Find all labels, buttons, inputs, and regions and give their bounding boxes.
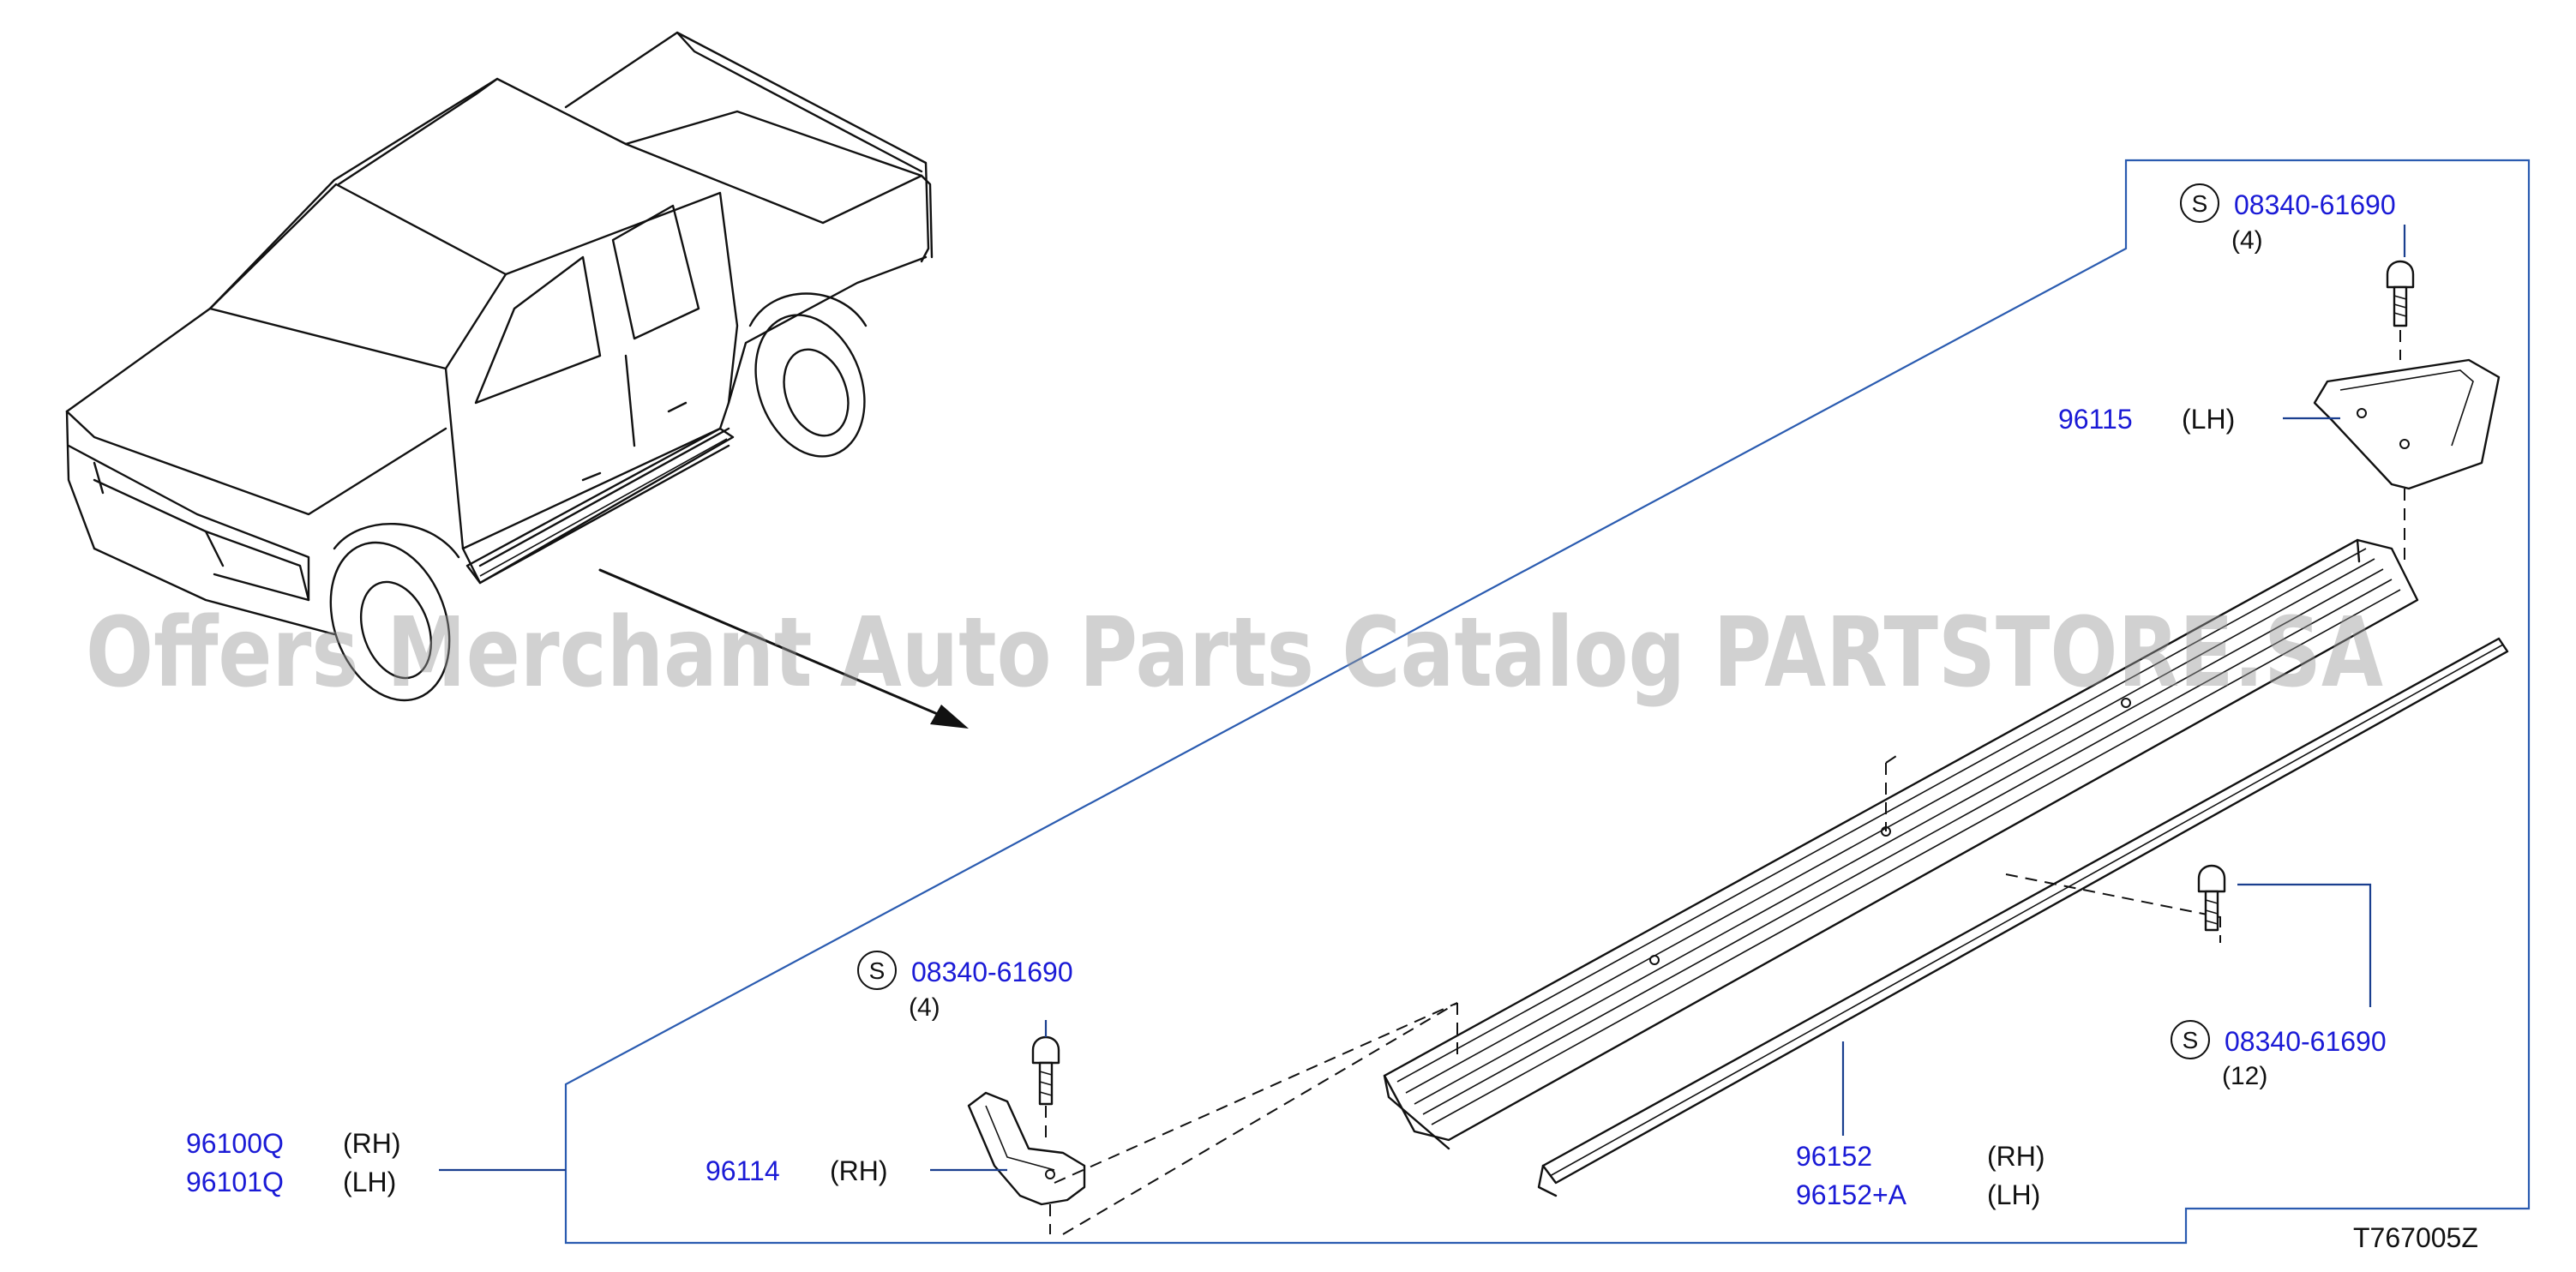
s-symbol-mid [857,951,897,990]
bracket-lh-part-number[interactable]: 96115 [2058,404,2133,435]
screw-right-part-number[interactable]: 08340-61690 [2225,1026,2387,1057]
screw-top-part-number[interactable]: 08340-61690 [2234,189,2396,220]
leader-screw-right [2237,883,2372,1007]
watermark-text: Offers Merchant Auto Parts Catalog PARTS… [86,597,2383,709]
drawing-code: T767005Z [2353,1222,2478,1253]
s-symbol-right-label: S [2183,1027,2199,1053]
screw-right [2197,864,2226,932]
screw-mid-quantity: (4) [909,993,940,1022]
molding-lh-part-number[interactable]: 96152+A [1796,1179,1907,1210]
assembly-frame [564,159,2531,1245]
bracket-lh [2313,358,2501,490]
s-symbol-mid-label: S [869,957,886,984]
molding-lh-side: (LH) [1987,1179,2040,1210]
bracket-rh-part-number[interactable]: 96114 [706,1155,780,1186]
screw-top [2386,260,2415,327]
molding-rh-part-number[interactable]: 96152 [1796,1141,1872,1172]
screw-mid [1031,1035,1060,1106]
bracket-rh-side: (RH) [830,1155,888,1186]
screw-mid-part-number[interactable]: 08340-61690 [911,957,1073,987]
truck-illustration [65,31,969,729]
s-symbol-top-label: S [2192,190,2208,217]
bracket-rh [967,1091,1086,1206]
side-molding [1537,637,2509,1197]
screw-right-quantity: (12) [2222,1062,2267,1090]
running-board-step [1383,538,2419,1150]
s-symbol-top [2180,183,2219,223]
bracket-lh-side: (LH) [2182,404,2235,435]
screw-top-quantity: (4) [2231,226,2263,255]
assembly-lh-part-number[interactable]: 96101Q [186,1167,284,1197]
assembly-rh-side: (RH) [343,1128,401,1159]
molding-rh-side: (RH) [1987,1141,2045,1172]
assembly-rh-part-number[interactable]: 96100Q [186,1128,284,1159]
assembly-lh-side: (LH) [343,1167,396,1197]
s-symbol-right [2171,1020,2210,1059]
